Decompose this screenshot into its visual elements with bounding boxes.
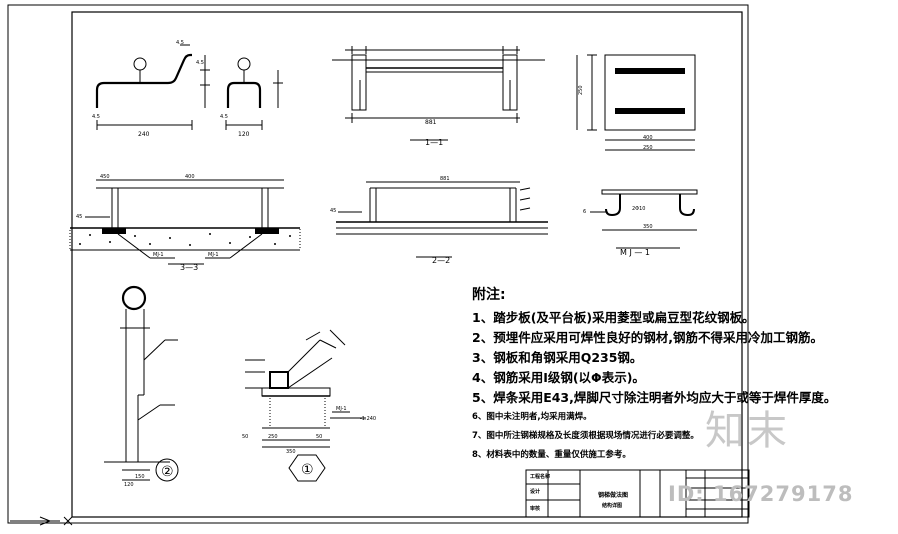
notes-block: 附注: 1、踏步板(及平台板)采用菱型或扁豆型花纹钢板。 2、预埋件应采用可焊性… <box>472 284 892 465</box>
note-item-3: 3、钢板和角钢采用Q235钢。 <box>472 350 643 365</box>
section-1-1: 881 1—1 <box>332 46 545 147</box>
note-item-2: 2、预埋件应采用可焊性良好的钢材,钢筋不得采用冷加工钢筋。 <box>472 330 823 345</box>
corner-arrow-icon <box>10 516 73 526</box>
svg-text:50: 50 <box>242 434 248 440</box>
mj1-ref-a: MJ-1 <box>153 252 164 258</box>
bar-detail-a: 240 4.5 4.5 4.5 <box>92 40 210 138</box>
svg-text:881: 881 <box>440 176 450 182</box>
title-block <box>525 469 750 518</box>
drawing-name-line2: 结构详图 <box>602 503 623 509</box>
note-item-1: 1、踏步板(及平台板)采用菱型或扁豆型花纹钢板。 <box>472 310 755 325</box>
dim-250b: 250 <box>643 145 653 151</box>
column-detail-2: 120 150 ② <box>104 285 179 488</box>
svg-text:120: 120 <box>124 482 134 488</box>
svg-text:250: 250 <box>268 434 278 440</box>
svg-text:45: 45 <box>330 208 336 214</box>
base-detail-1: -1.240 MJ-1 50 250 50 350 ① <box>242 329 376 482</box>
title-block-left-2: 设计 <box>530 489 541 495</box>
dim-240: 240 <box>138 131 150 138</box>
notes-title: 附注: <box>472 287 506 303</box>
dim-120: 120 <box>238 131 250 138</box>
dim-150: 150 <box>135 474 145 480</box>
watermark-id: ID: 167279178 <box>668 482 854 506</box>
title-block-left-3: 审核 <box>530 506 541 512</box>
part-mj1-label: M J — 1 <box>620 248 650 257</box>
note-item-5: 5、焊条采用E43,焊脚尺寸除注明者外均应大于或等于焊件厚度。 <box>472 390 837 405</box>
detail-number-2: ② <box>161 464 174 480</box>
watermark-logo: 知末 <box>705 408 789 454</box>
svg-text:45: 45 <box>76 214 82 220</box>
title-block-left-1: 工程名称 <box>530 474 551 480</box>
dim-400: 400 <box>643 135 653 141</box>
plate-mj1-elevation: 6 2Φ10 350 M J — 1 <box>583 189 698 257</box>
section-3-3: 450 400 45 MJ-1 MJ-1 3—3 <box>69 174 301 272</box>
section-2-2-label: 2—2 <box>432 256 450 265</box>
bar-detail-b: 120 4.5 <box>220 57 283 138</box>
note-item-4: 4、钢筋采用Ⅰ级钢(以Φ表示)。 <box>472 370 645 385</box>
note-item-8: 8、材料表中的数量、重量仅供施工参考。 <box>472 450 631 460</box>
section-2-2: 45 881 2—2 <box>330 176 548 265</box>
note-item-7: 7、图中所注钢梯规格及长度须根据现场情况进行必要调整。 <box>472 431 699 441</box>
section-3-3-label: 3—3 <box>180 263 198 272</box>
svg-text:2Φ10: 2Φ10 <box>632 206 645 212</box>
mj1-ref-b: MJ-1 <box>208 252 219 258</box>
section-1-1-label: 1—1 <box>425 138 443 147</box>
svg-text:4.5: 4.5 <box>220 114 228 120</box>
svg-text:4.5: 4.5 <box>196 60 204 66</box>
svg-text:6: 6 <box>583 209 586 215</box>
mj1-ref-c: MJ-1 <box>336 406 347 412</box>
svg-text:400: 400 <box>185 174 195 180</box>
detail-number-1: ① <box>301 462 314 478</box>
outer-frame <box>7 4 749 524</box>
dim-250: 250 <box>578 85 584 95</box>
svg-text:4.5: 4.5 <box>176 40 184 46</box>
svg-text:4.5: 4.5 <box>92 114 100 120</box>
inner-frame <box>71 11 743 518</box>
drawing-name-line1: 钢梯做法图 <box>598 492 629 499</box>
dim-50: 50 <box>316 434 322 440</box>
dim-881: 881 <box>425 119 437 126</box>
plate-mj1-plan: 250 400 250 <box>576 54 696 151</box>
elevation-label: -1.240 <box>360 416 376 422</box>
svg-text:350: 350 <box>286 449 296 455</box>
dim-350: 350 <box>643 224 653 230</box>
dim-450: 450 <box>100 174 110 180</box>
note-item-6: 6、图中未注明者,均采用满焊。 <box>472 412 592 422</box>
